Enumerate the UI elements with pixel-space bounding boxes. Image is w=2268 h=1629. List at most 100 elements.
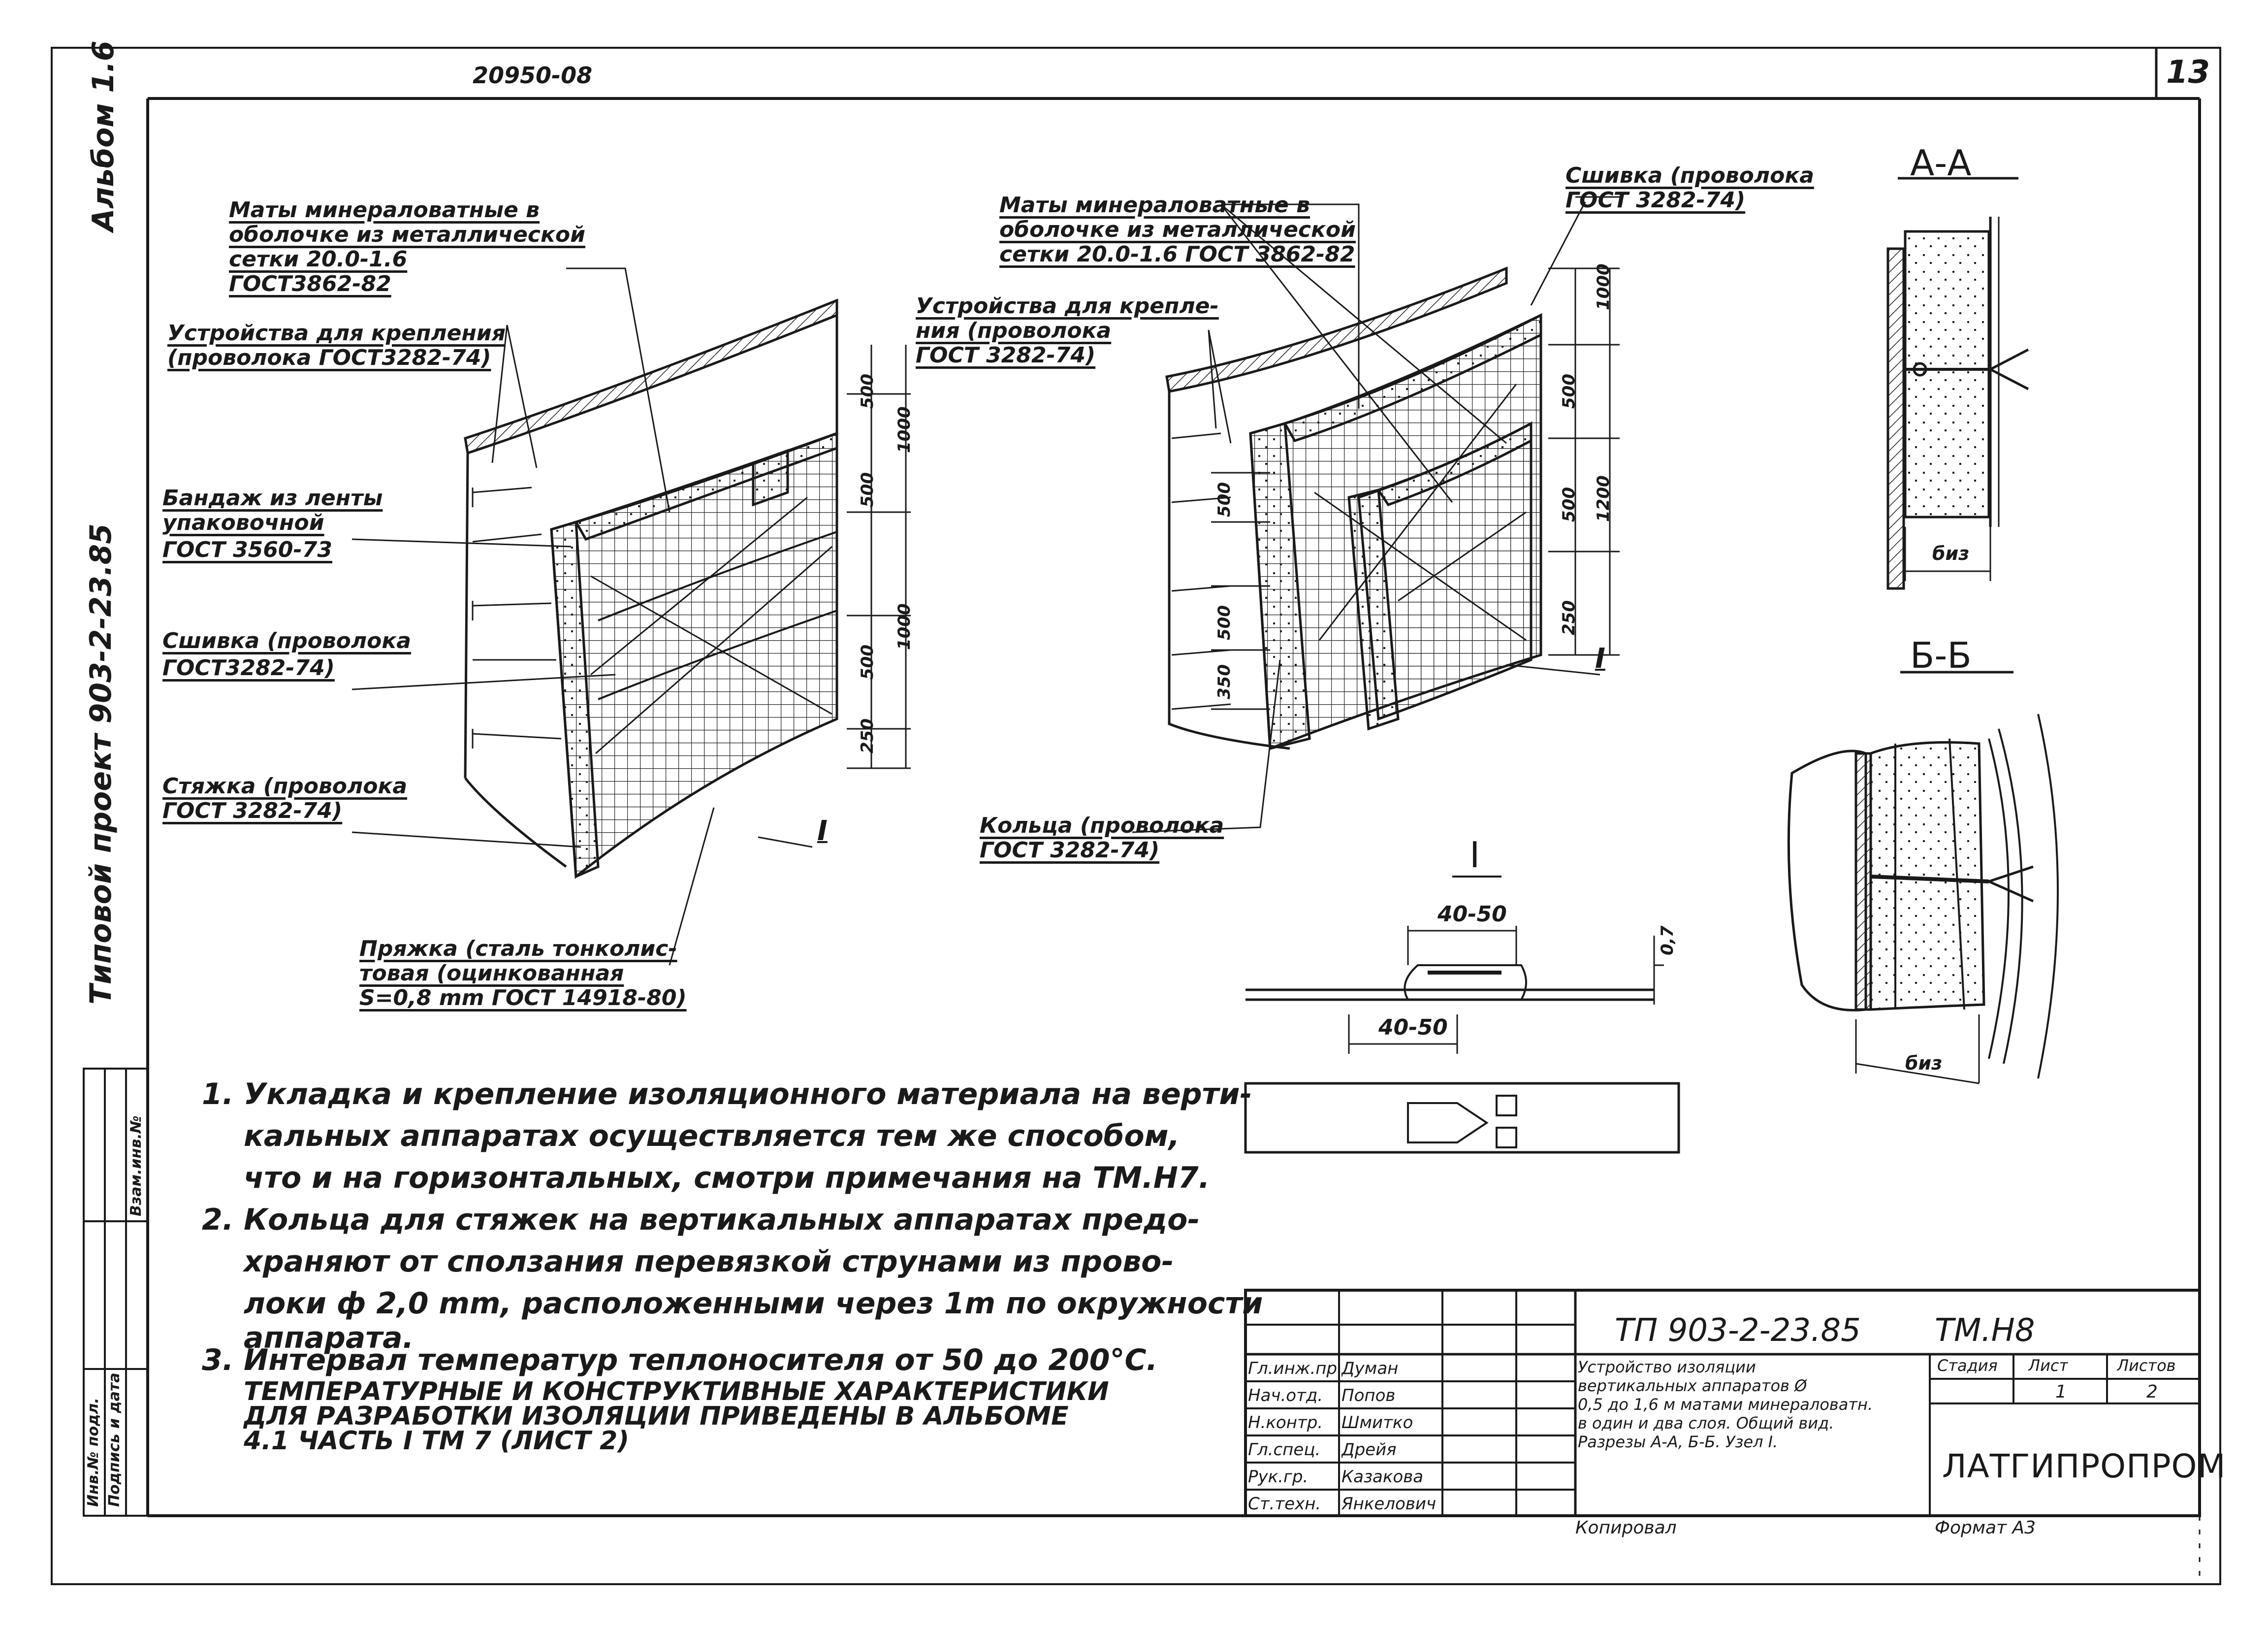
description-line5: Разрезы А-А, Б-Б. Узел I. <box>1578 1434 1778 1451</box>
name-1: Думан <box>1342 1360 1399 1378</box>
project-label: Типовой проект 903-2-23.85 <box>84 523 118 1005</box>
section-bb <box>1787 671 2059 1084</box>
right-dim-left-2: 500 <box>1214 605 1234 640</box>
organization: ЛАТГИПРОПРОМ <box>1942 1447 2226 1485</box>
name-4: Дрейя <box>1342 1441 1397 1459</box>
left-mats-line3: сетки 20.0-1.6 <box>229 247 408 272</box>
left-buckle-line2: товая (оцинкованная <box>359 961 624 986</box>
section-aa <box>1886 177 2029 590</box>
right-isometric-view <box>1165 266 1620 750</box>
title-block-drawing: ТМ.Н8 <box>1935 1312 2035 1349</box>
left-stitching-line2: ГОСТ3282-74) <box>162 655 335 681</box>
left-dim-6: 250 <box>858 718 877 753</box>
copied-by: Копировал <box>1575 1518 1677 1538</box>
left-mats-line4: ГОСТ3862-82 <box>229 271 391 296</box>
title-block-code: ТП 903-2-23.85 <box>1615 1312 1861 1349</box>
left-mats-line2: оболочке из металлической <box>229 222 585 247</box>
right-mats-line1: Маты минераловатные в <box>999 193 1310 218</box>
note-1-number: 1. <box>202 1077 234 1111</box>
role-6: Ст.техн. <box>1248 1496 1321 1513</box>
sheets-value: 2 <box>2146 1383 2158 1401</box>
right-mats-line2: оболочке из металлической <box>999 217 1356 242</box>
album-label: Альбом 1.6 <box>86 40 121 231</box>
side-stamp <box>83 1068 149 1517</box>
sheet-value: 1 <box>2055 1383 2067 1401</box>
description-line1: Устройство изоляции <box>1578 1359 1756 1376</box>
sheet-number: 13 <box>2166 54 2210 91</box>
section-bb-title: Б-Б <box>1910 635 1972 676</box>
section-bb-dim: биз <box>1905 1052 1943 1074</box>
left-dim-1: 500 <box>858 374 877 409</box>
left-fasteners-line1: Устройства для крепления <box>167 321 506 346</box>
left-dim-3: 1000 <box>894 406 914 453</box>
left-dim-2: 500 <box>858 472 877 507</box>
stamp-replaced-inv: Взам.инв.№ <box>128 1115 145 1216</box>
right-node-label: I <box>1595 643 1605 675</box>
section-aa-title: А-А <box>1910 142 1972 184</box>
note-3-line1: Интервал температур теплоносителя от 50 … <box>244 1343 1158 1377</box>
right-fasteners-line3: ГОСТ 3282-74) <box>916 343 1096 368</box>
left-bandage-line3: ГОСТ 3560-73 <box>162 537 333 562</box>
note-1-line2: кальных аппаратах осуществляется тем же … <box>244 1119 1180 1153</box>
stage-label: Стадия <box>1937 1358 1998 1374</box>
right-dim-right-3: 500 <box>1559 487 1579 522</box>
name-5: Казакова <box>1342 1468 1424 1486</box>
note-3-number: 3. <box>202 1343 234 1377</box>
right-dim-right-2: 500 <box>1559 374 1579 409</box>
note-2-line2: храняют от сползания перевязкой струнами… <box>244 1244 1174 1279</box>
note-1-line1: Укладка и крепление изоляционного матери… <box>244 1077 1252 1111</box>
stamp-signature-date: Подпись и дата <box>106 1372 123 1507</box>
left-tie-line1: Стяжка (проволока <box>162 774 408 799</box>
right-stitching-line1: Сшивка (проволока <box>1565 163 1814 188</box>
name-6: Янкелович <box>1342 1496 1437 1513</box>
left-stitching-line1: Сшивка (проволока <box>162 628 411 653</box>
sheets-label: Листов <box>2117 1358 2176 1374</box>
right-dim-right-1: 1000 <box>1594 263 1613 310</box>
left-bandage-line2: упаковочной <box>162 510 324 535</box>
description-line4: в один и два слоя. Общий вид. <box>1578 1415 1834 1432</box>
left-fasteners-line2: (проволока ГОСТ3282-74) <box>167 345 491 370</box>
sheet-format: Формат А3 <box>1935 1518 2036 1538</box>
section-aa-dim: биз <box>1932 543 1970 564</box>
left-buckle-line3: S=0,8 mm ГОСТ 14918-80) <box>359 985 687 1010</box>
sheet-label: Лист <box>2028 1358 2069 1374</box>
note-2-number: 2. <box>202 1203 234 1237</box>
left-tie-line2: ГОСТ 3282-74) <box>162 798 343 823</box>
right-leaders <box>1132 196 1620 833</box>
note-2-line4: аппарата. <box>244 1321 414 1355</box>
detail-dim-top: 40-50 <box>1437 902 1507 927</box>
right-rings-line1: Кольца (проволока <box>980 813 1224 838</box>
name-2: Попов <box>1342 1387 1396 1405</box>
left-bandage-line1: Бандаж из ленты <box>162 486 383 511</box>
left-isometric-view <box>464 298 911 879</box>
title-block-grid <box>1244 1289 2201 1517</box>
note-2-line3: локи ф 2,0 mm, расположенными через 1m п… <box>244 1286 1263 1321</box>
detail-i <box>1244 876 1680 1154</box>
detail-dim-thickness: 0,7 <box>1658 925 1677 955</box>
doc-number: 20950-08 <box>473 62 593 89</box>
role-2: Нач.отд. <box>1248 1387 1323 1405</box>
role-5: Рук.гр. <box>1248 1468 1309 1486</box>
right-fasteners-line2: ния (проволока <box>916 318 1112 343</box>
detail-title: I <box>1469 834 1480 876</box>
note-1-line3: что и на горизонтальных, смотри примечан… <box>244 1161 1210 1195</box>
left-mats-line1: Маты минераловатные в <box>229 197 540 223</box>
role-4: Гл.спец. <box>1248 1441 1321 1459</box>
name-3: Шмитко <box>1342 1414 1413 1432</box>
right-dim-left-3: 350 <box>1214 664 1234 699</box>
note-3-line3: ДЛЯ РАЗРАБОТКИ ИЗОЛЯЦИИ ПРИВЕДЕНЫ В АЛЬБ… <box>244 1401 1069 1431</box>
left-dim-5: 1000 <box>894 603 914 650</box>
right-dim-right-4: 1200 <box>1594 475 1613 522</box>
description-line2: вертикальных аппаратов Ø <box>1578 1378 1807 1395</box>
description-line3: 0,5 до 1,6 м матами минераловатн. <box>1578 1397 1873 1413</box>
left-leaders <box>351 267 813 966</box>
right-stitching-line2: ГОСТ 3282-74) <box>1565 188 1746 213</box>
right-rings-line2: ГОСТ 3282-74) <box>980 838 1160 863</box>
role-1: Гл.инж.пр. <box>1248 1360 1342 1378</box>
right-dim-right-5: 250 <box>1559 600 1579 635</box>
role-3: Н.контр. <box>1248 1414 1323 1432</box>
stamp-inv-original: Инв.№ подл. <box>85 1398 102 1507</box>
left-dim-4: 500 <box>858 645 877 680</box>
left-node-label: I <box>817 815 828 847</box>
